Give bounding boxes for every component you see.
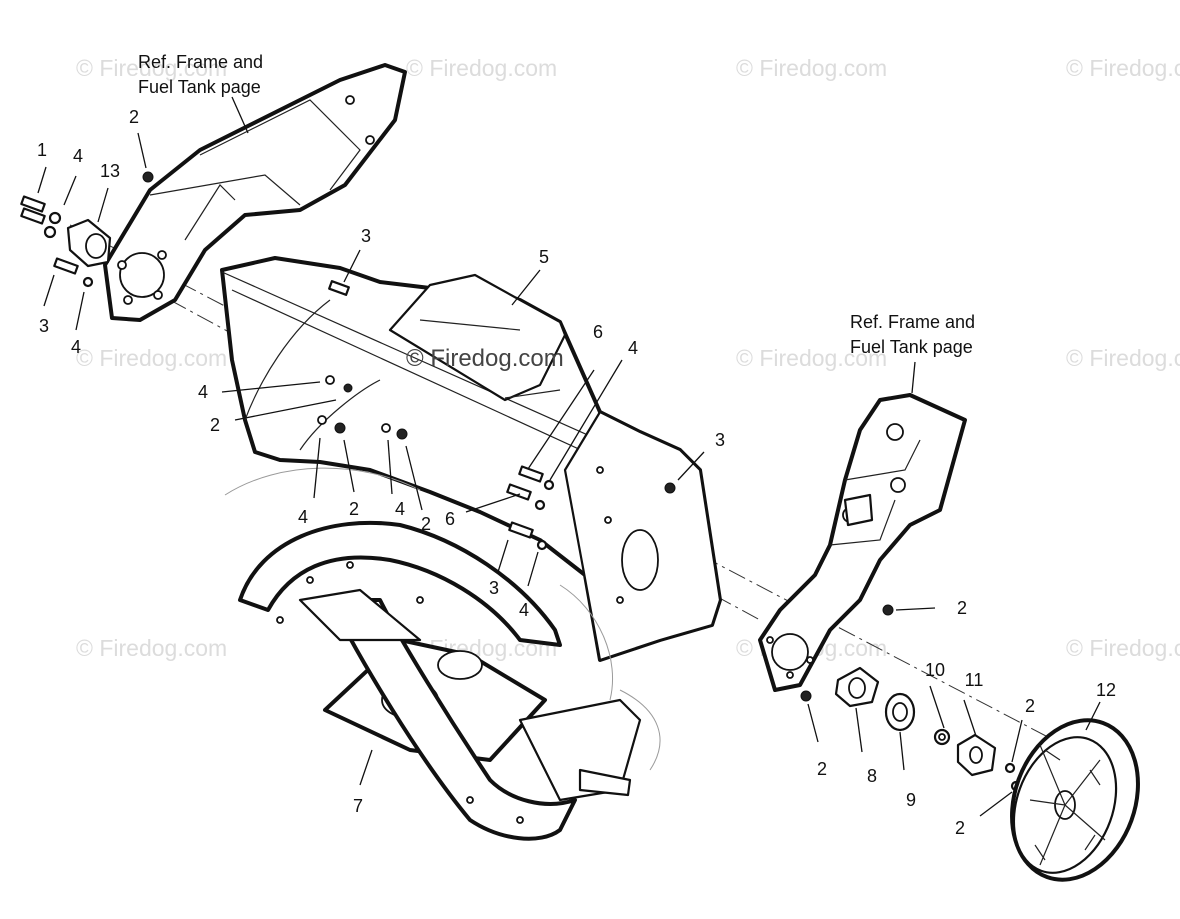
callout-8: 8 [867,766,877,786]
callout-2: 2 [210,415,220,435]
callout-2: 2 [957,598,967,618]
callout-13: 13 [100,161,120,181]
callout-2: 2 [421,514,431,534]
callout-7: 7 [353,796,363,816]
callout-4: 4 [198,382,208,402]
watermark: © Firedog.com [1066,55,1180,81]
callout-2: 2 [1025,696,1035,716]
callout-3: 3 [361,226,371,246]
callout-10: 10 [925,660,945,680]
callout-numbers: 1 4 13 2 3 4 3 5 6 4 4 2 3 4 2 4 2 6 3 4… [37,107,1116,838]
callout-12: 12 [1096,680,1116,700]
callout-3: 3 [715,430,725,450]
callout-11: 11 [965,670,984,690]
reference-label-left: Ref. Frame and Fuel Tank page [138,52,263,134]
ref-label-line1: Ref. Frame and [138,52,263,72]
reference-label-right: Ref. Frame and Fuel Tank page [850,312,975,394]
auger-housing [220,256,722,662]
watermark: © Firedog.com [736,55,887,81]
right-hardware [800,604,1022,792]
ghost-outline [224,467,421,496]
watermark: © Firedog.com [76,635,227,661]
watermark: © Firedog.com [76,345,227,371]
left-side-frame [103,63,407,322]
left-hardware [20,171,154,288]
center-watermark: © Firedog.com [406,345,564,372]
watermark: © Firedog.com [76,55,227,81]
right-side-frame [758,393,967,692]
watermark: © Firedog.com [406,55,557,81]
callout-4: 4 [395,499,405,519]
callout-4: 4 [628,338,638,358]
watermark: © Firedog.com [1066,635,1180,661]
callout-6: 6 [593,322,603,342]
callout-4: 4 [519,600,529,620]
pulley [1010,718,1140,882]
callout-3: 3 [489,578,499,598]
callout-2: 2 [349,499,359,519]
callout-4: 4 [298,507,308,527]
callout-4: 4 [73,146,83,166]
ghost-outline [619,689,661,771]
callout-4: 4 [71,337,81,357]
ref-label-line2: Fuel Tank page [138,77,261,97]
callout-1: 1 [37,140,47,160]
ref-label-line1: Ref. Frame and [850,312,975,332]
callout-leaders [37,132,1101,817]
callout-6: 6 [445,509,455,529]
ref-label-line2: Fuel Tank page [850,337,973,357]
watermark: © Firedog.com [1066,345,1180,371]
ghost-outline [559,584,614,701]
watermark: © Firedog.com [736,345,887,371]
center-hardware [506,465,555,551]
callout-3: 3 [39,316,49,336]
callout-2: 2 [955,818,965,838]
auger-assembly [238,520,642,841]
callout-2: 2 [129,107,139,127]
callout-5: 5 [539,247,549,267]
callout-2: 2 [817,759,827,779]
callout-9: 9 [906,790,916,810]
